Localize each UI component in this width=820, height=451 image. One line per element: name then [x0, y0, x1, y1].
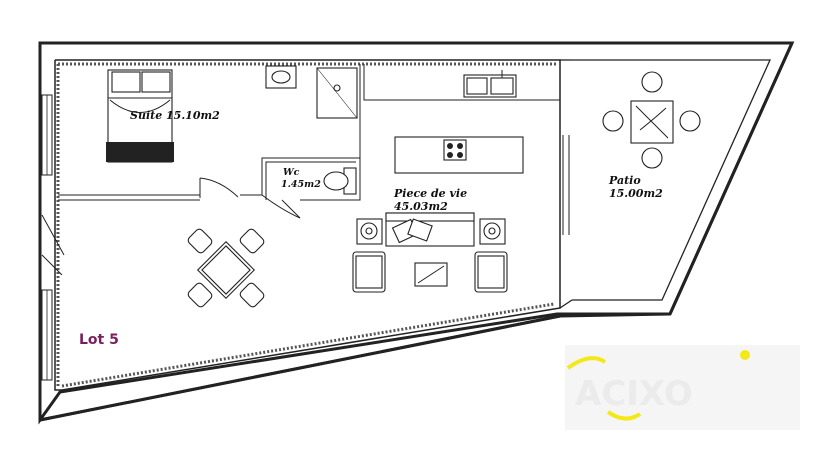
- sink-icon: [265, 65, 297, 89]
- interior-walls: [58, 64, 560, 219]
- living-area: 45.03m2: [394, 200, 448, 213]
- suite-label: Suite 15.10m2: [130, 109, 220, 122]
- lot-label: Lot 5: [79, 332, 119, 348]
- wc-area: 1.45m2: [281, 179, 321, 190]
- patio-table-icon: [602, 71, 701, 169]
- dining-table-icon: [196, 240, 256, 300]
- armchair-icon: [352, 251, 508, 293]
- coffee-table-icon: [414, 262, 448, 287]
- cooktop-icon: [443, 139, 467, 161]
- kitchen-sink-icon: [463, 70, 517, 98]
- sofa-icon: [385, 212, 475, 247]
- lamp-icon: [356, 218, 506, 245]
- patio-label: Patio: [608, 174, 641, 187]
- outer-walls: [38, 41, 795, 425]
- patio-area: 15.00m2: [609, 187, 663, 200]
- watermark-logo: ACIXO: [565, 345, 800, 430]
- toilet-icon: [323, 167, 357, 195]
- shower-icon: [316, 67, 358, 119]
- living-label: Piece de vie: [393, 187, 467, 200]
- wc-label: Wc: [283, 167, 300, 178]
- bed-icon: [106, 69, 174, 163]
- chair-icon: [187, 228, 265, 308]
- svg-text:ACIXO: ACIXO: [575, 374, 693, 414]
